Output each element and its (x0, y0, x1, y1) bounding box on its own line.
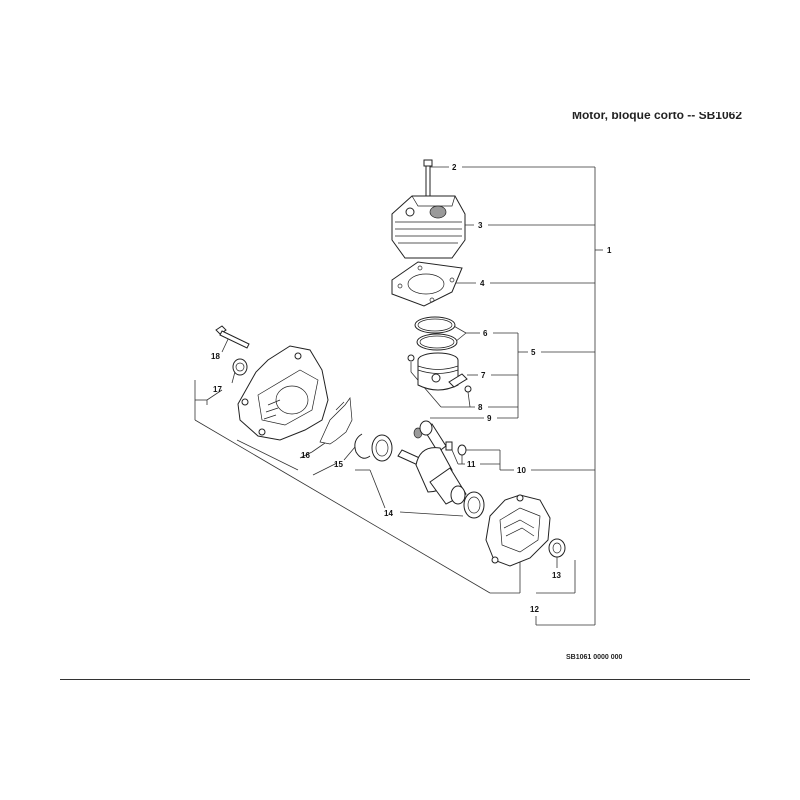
reference-code: SB1061 0000 000 (566, 654, 623, 661)
callout-1: 1 (607, 246, 612, 255)
callout-7: 7 (481, 371, 486, 380)
main-bearings (371, 434, 485, 519)
callout-12: 12 (530, 605, 539, 614)
oil-seal-left (232, 358, 248, 376)
crankcase-bolt (215, 325, 250, 349)
callout-labels: 1 2 3 4 5 6 7 8 9 10 11 12 13 14 15 16 1… (211, 163, 612, 614)
callout-18: 18 (211, 352, 220, 361)
bottom-divider (60, 679, 750, 680)
circlips (407, 354, 472, 393)
oil-seal-right (548, 538, 566, 558)
crankcase-gasket (319, 397, 353, 445)
callout-11: 11 (467, 460, 476, 469)
callout-13: 13 (552, 571, 561, 580)
callout-17: 17 (213, 385, 222, 394)
cylinder-gasket (391, 261, 463, 307)
crank-needle-bearings (445, 441, 467, 456)
leader-lines (194, 166, 603, 626)
callout-14: 14 (384, 509, 393, 518)
snap-ring (354, 433, 371, 459)
piston-pin (448, 373, 468, 388)
cylinder (391, 195, 466, 259)
piston-rings (414, 316, 458, 351)
cylinder-screw (423, 159, 433, 197)
callout-6: 6 (483, 329, 488, 338)
page-title: Motor, bloque corto -- SB1062 (571, 112, 742, 122)
callout-3: 3 (478, 221, 483, 230)
callout-9: 9 (487, 414, 492, 423)
callout-15: 15 (334, 460, 343, 469)
callout-5: 5 (531, 348, 536, 357)
crankcase-left-half (237, 345, 329, 441)
callout-8: 8 (478, 403, 483, 412)
crankcase-right-half (485, 494, 551, 567)
crankshaft (397, 420, 467, 505)
callout-2: 2 (452, 163, 457, 172)
callout-10: 10 (517, 466, 526, 475)
callout-16: 16 (301, 451, 310, 460)
callout-4: 4 (480, 279, 485, 288)
